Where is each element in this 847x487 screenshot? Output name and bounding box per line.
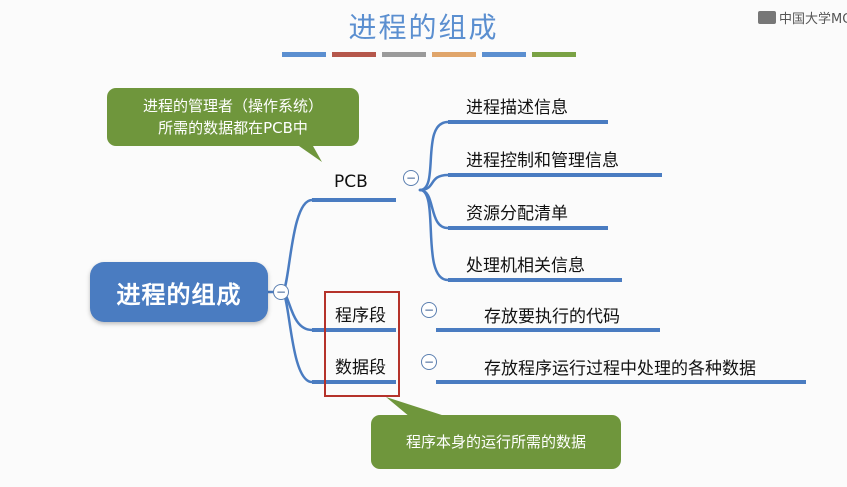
collapse-program-icon[interactable]: − bbox=[421, 302, 437, 318]
connector-pcb-child bbox=[418, 188, 450, 230]
connector-root-pcb bbox=[280, 198, 314, 294]
branch-program-label[interactable]: 程序段 bbox=[335, 306, 386, 326]
collapse-pcb-icon[interactable]: − bbox=[403, 170, 419, 186]
watermark-text: 中国大学MOOC bbox=[779, 12, 847, 27]
mooc-logo-icon bbox=[758, 11, 776, 24]
branch-pcb-label[interactable]: PCB bbox=[334, 172, 368, 192]
title-color-bar bbox=[432, 52, 476, 57]
root-node[interactable]: 进程的组成 bbox=[90, 262, 268, 322]
callout-top-line1: 进程的管理者（操作系统） bbox=[142, 97, 323, 115]
callout-bottom-text: 程序本身的运行所需的数据 bbox=[405, 433, 586, 451]
callout-top-line2: 所需的数据都在PCB中 bbox=[158, 119, 308, 137]
title-color-bar bbox=[382, 52, 426, 57]
title-color-bar bbox=[532, 52, 576, 57]
pcb-child-description[interactable]: 进程描述信息 bbox=[466, 98, 568, 118]
connector-pcb-child bbox=[418, 120, 450, 192]
callout-top: 进程的管理者（操作系统） 所需的数据都在PCB中 bbox=[107, 88, 359, 146]
pcb-child-processor[interactable]: 处理机相关信息 bbox=[466, 256, 585, 276]
pcb-child-control[interactable]: 进程控制和管理信息 bbox=[466, 151, 619, 171]
page-title: 进程的组成 bbox=[348, 11, 499, 44]
root-node-label: 进程的组成 bbox=[116, 280, 242, 309]
pcb-child-resources[interactable]: 资源分配清单 bbox=[466, 204, 568, 224]
data-child-data[interactable]: 存放程序运行过程中处理的各种数据 bbox=[484, 359, 756, 379]
connector-root-data bbox=[280, 290, 314, 384]
title-color-bar bbox=[332, 52, 376, 57]
connector-pcb-child bbox=[418, 188, 450, 282]
callout-bottom-pointer bbox=[386, 397, 448, 417]
collapse-root-icon[interactable]: − bbox=[273, 284, 289, 300]
highlight-box bbox=[324, 291, 400, 397]
branch-data-label[interactable]: 数据段 bbox=[335, 358, 386, 378]
callout-bottom: 程序本身的运行所需的数据 bbox=[371, 415, 621, 469]
collapse-data-icon[interactable]: − bbox=[421, 354, 437, 370]
watermark: 中国大学MOOC bbox=[758, 8, 847, 27]
title-color-bar bbox=[282, 52, 326, 57]
program-child-code[interactable]: 存放要执行的代码 bbox=[484, 307, 620, 327]
title-color-bar bbox=[482, 52, 526, 57]
